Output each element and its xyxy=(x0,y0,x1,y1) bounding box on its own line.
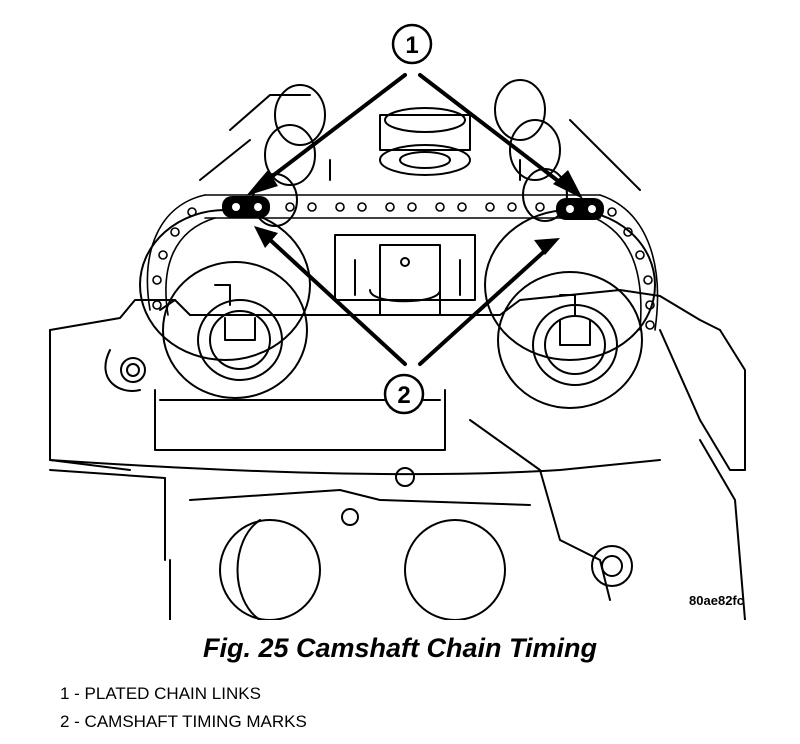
callout-2: 2 xyxy=(383,373,425,415)
legend-item-1: 1 - PLATED CHAIN LINKS xyxy=(60,684,261,703)
chain-guide xyxy=(334,234,476,316)
leader-2-left xyxy=(266,236,407,366)
image-reference-id: 80ae82fc xyxy=(689,593,744,608)
plated-chain-links xyxy=(222,196,604,220)
left-sprocket xyxy=(139,209,311,399)
bearing-caps xyxy=(329,107,521,181)
callout-1: 1 xyxy=(391,23,433,65)
cylinder-head xyxy=(49,289,746,620)
right-sprocket xyxy=(484,209,656,409)
plated-link-right xyxy=(556,198,604,220)
leader-1-left xyxy=(260,73,407,186)
arrowhead-1-left xyxy=(246,170,278,196)
legend-item-2: 2 - CAMSHAFT TIMING MARKS xyxy=(60,712,307,731)
arrowhead-1-right xyxy=(553,170,583,199)
left-camshaft xyxy=(199,84,326,227)
arrowhead-2-right xyxy=(534,238,560,255)
figure-caption: Fig. 25 Camshaft Chain Timing xyxy=(202,633,598,663)
leader-1-right xyxy=(418,73,568,189)
legend: 1 - PLATED CHAIN LINKS 2 - CAMSHAFT TIMI… xyxy=(60,680,307,736)
leader-2-right xyxy=(418,246,550,366)
callout-1-number: 1 xyxy=(405,32,418,59)
callout-2-number: 2 xyxy=(397,382,410,409)
arrowhead-2-left xyxy=(254,226,278,248)
camshaft-chain-diagram: 1 2 xyxy=(49,23,746,620)
plated-link-left xyxy=(222,196,270,218)
